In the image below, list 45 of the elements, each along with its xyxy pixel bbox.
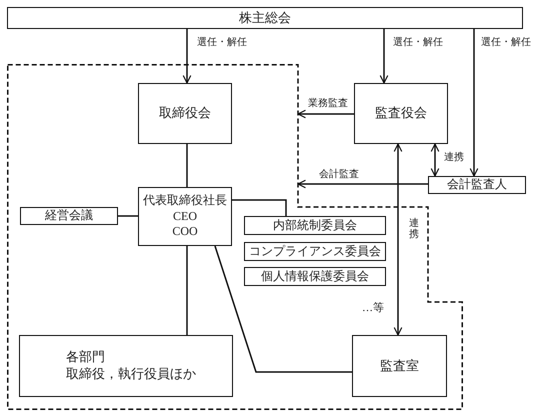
org-box: [19, 335, 233, 397]
connector: [186, 144, 188, 187]
org-box: [138, 187, 232, 246]
org-box: [20, 207, 118, 225]
edge-label: 選任・解任: [480, 37, 532, 48]
edge-label: 会計監査: [318, 169, 360, 180]
note-text: …等: [362, 301, 384, 315]
box-label: 取締役，執行役員ほか: [66, 366, 196, 383]
org-box: [138, 83, 232, 144]
org-box: [244, 216, 386, 235]
box-label: 会計監査人: [447, 177, 507, 193]
box-label: 取締役会: [159, 105, 211, 122]
connector: [232, 199, 287, 216]
edge-label: 業務監査: [307, 98, 349, 109]
box-label: COO: [172, 224, 198, 240]
box-label: コンプライアンス委員会: [249, 244, 381, 260]
box-label: 監査役会: [375, 105, 427, 122]
connector: [430, 143, 440, 177]
box-label: 各部門: [66, 349, 105, 366]
org-box: [244, 242, 386, 261]
edge-label: 選任・解任: [392, 37, 444, 48]
org-box: [7, 7, 523, 29]
connector: [118, 215, 138, 217]
org-box: [354, 83, 448, 144]
org-box: [244, 267, 386, 286]
connector: [182, 29, 192, 84]
box-label: 内部統制委員会: [273, 218, 357, 234]
box-label: 代表取締役社長: [143, 193, 227, 209]
edge-label: 連携: [443, 152, 465, 163]
connector: [470, 29, 478, 177]
edge-label: 連携: [408, 218, 420, 240]
box-label: 経営会議: [45, 208, 93, 224]
connector: [214, 246, 352, 373]
box-label: CEO: [173, 208, 197, 224]
box-label: 株主総会: [239, 10, 291, 26]
box-label: 個人情報保護委員会: [261, 268, 369, 284]
org-box: [352, 335, 447, 397]
connector: [380, 29, 388, 84]
edge-label: 選任・解任: [196, 37, 248, 48]
connector: [297, 180, 428, 188]
org-box: [428, 176, 526, 194]
connector: [297, 110, 354, 118]
connector: [394, 143, 402, 336]
box-label: 監査室: [380, 358, 419, 374]
connector: [186, 246, 188, 335]
